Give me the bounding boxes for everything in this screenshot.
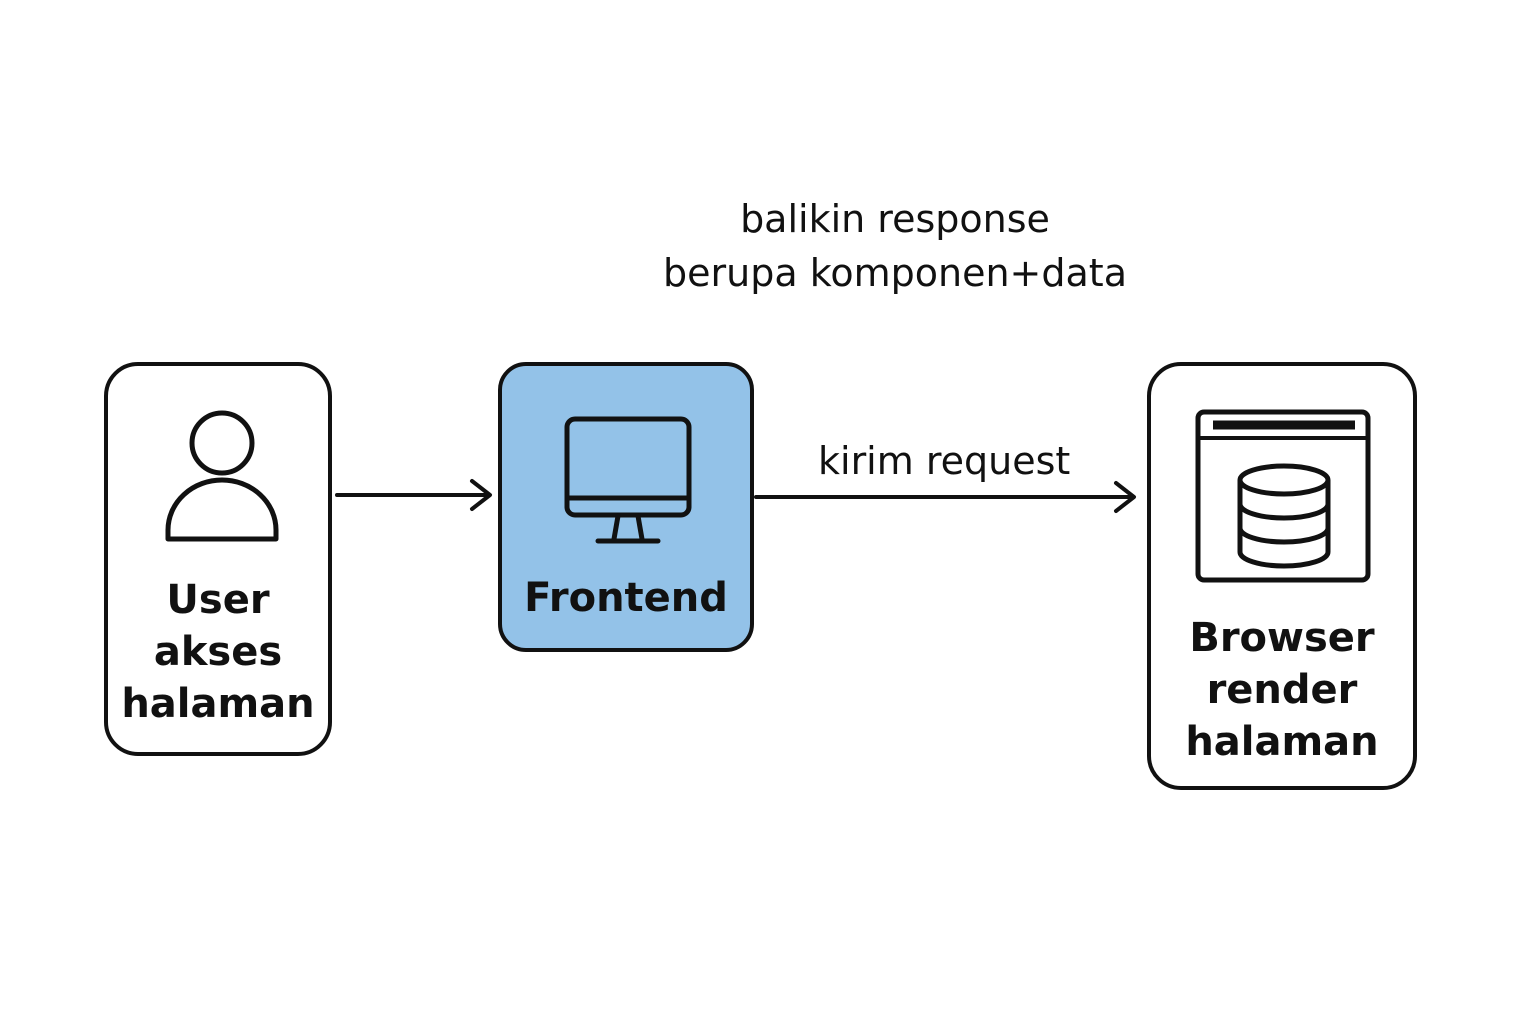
node-frontend: Frontend xyxy=(498,362,754,652)
arrow-frontend-to-browser xyxy=(754,481,1136,513)
node-user: User akses halaman xyxy=(104,362,332,756)
node-browser-label: Browser render halaman xyxy=(1185,615,1379,765)
user-icon xyxy=(165,410,279,542)
edge-label-request: kirim request xyxy=(818,439,1071,483)
node-frontend-label: Frontend xyxy=(524,575,728,621)
node-user-label: User akses halaman xyxy=(121,577,315,727)
browser-database-icon xyxy=(1195,409,1371,583)
arrow-user-to-frontend xyxy=(335,479,492,511)
database-icon xyxy=(1237,463,1331,569)
edge-label-response: balikin response berupa komponen+data xyxy=(663,197,1127,295)
node-browser: Browser render halaman xyxy=(1147,362,1417,790)
monitor-icon xyxy=(564,416,692,544)
